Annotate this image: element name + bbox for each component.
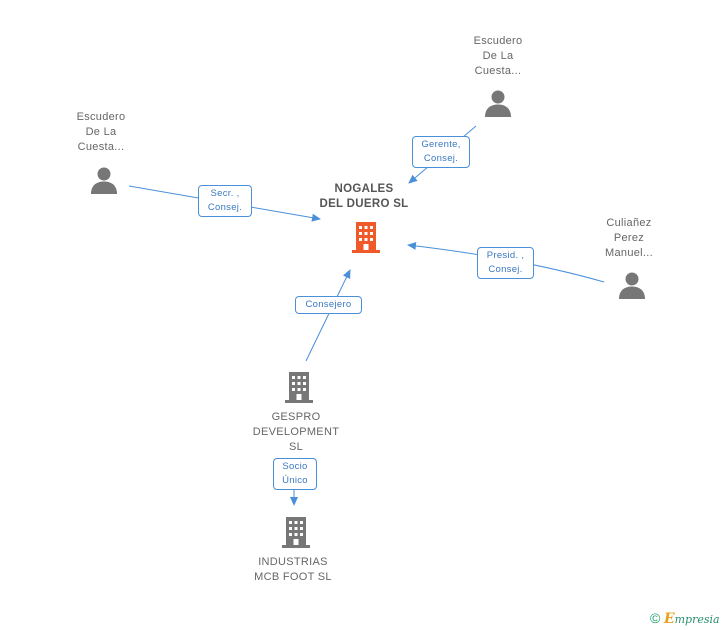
name-line: Escudero — [76, 111, 126, 123]
edge-label-presidente[interactable]: Presid. , Consej. — [477, 247, 534, 279]
edge-label-line: Secr. , — [210, 188, 240, 199]
building-icon[interactable] — [283, 370, 315, 404]
name-line: Perez — [613, 232, 645, 244]
person-name-p1[interactable]: Escudero De La Cuesta... — [46, 110, 156, 155]
edge-label-secretario[interactable]: Secr. , Consej. — [198, 185, 252, 217]
name-line: Culiañez — [606, 217, 652, 229]
center-name-line: DEL DUERO SL — [319, 198, 409, 210]
brand-logo-initial: E — [663, 611, 675, 627]
person-name-p2[interactable]: Escudero De La Cuesta... — [443, 34, 553, 79]
person-icon[interactable] — [89, 165, 119, 195]
name-line: De La — [482, 50, 514, 62]
brand-logo-text: mpresia — [674, 613, 720, 626]
edge-label-line: Consej. — [423, 153, 459, 164]
person-icon[interactable] — [483, 88, 513, 118]
edge-label-line: Consej. — [488, 264, 523, 275]
company-name-gespro[interactable]: GESPRO DEVELOPMENT SL — [241, 410, 351, 455]
person-icon[interactable] — [617, 270, 647, 300]
name-line: Escudero — [473, 35, 523, 47]
name-line: Manuel... — [605, 247, 653, 259]
building-icon-center[interactable] — [350, 220, 382, 254]
center-company-name[interactable]: NOGALES DEL DUERO SL — [309, 182, 419, 212]
name-line: Cuesta... — [474, 65, 522, 77]
name-line: INDUSTRIAS — [258, 556, 328, 568]
name-line: SL — [288, 441, 304, 453]
edge-label-line: Socio — [282, 461, 308, 472]
building-icon[interactable] — [280, 515, 312, 549]
copyright-icon: © — [650, 610, 661, 626]
edge-label-consejero[interactable]: Consejero — [295, 296, 362, 314]
edge-label-socio-unico[interactable]: Socio Único — [273, 458, 317, 490]
name-line: GESPRO — [271, 411, 321, 423]
edge-label-gerente[interactable]: Gerente, Consej. — [412, 136, 470, 168]
person-name-p3[interactable]: Culiañez Perez Manuel... — [574, 216, 684, 261]
name-line: Cuesta... — [77, 141, 125, 153]
edge-line-consejero — [305, 269, 351, 362]
name-line: DEVELOPMENT — [252, 426, 340, 438]
center-name-line: NOGALES — [334, 183, 394, 195]
edge-label-line: Único — [282, 475, 308, 486]
name-line: De La — [85, 126, 117, 138]
edge-label-line: Presid. , — [486, 250, 525, 261]
name-line: MCB FOOT SL — [254, 571, 332, 583]
edge-label-line: Consejero — [305, 299, 352, 310]
edge-label-line: Consej. — [207, 202, 243, 213]
copyright-brand: © Empresia — [650, 610, 720, 627]
company-name-industrias[interactable]: INDUSTRIAS MCB FOOT SL — [238, 555, 348, 585]
edge-label-line: Gerente, — [421, 139, 461, 150]
